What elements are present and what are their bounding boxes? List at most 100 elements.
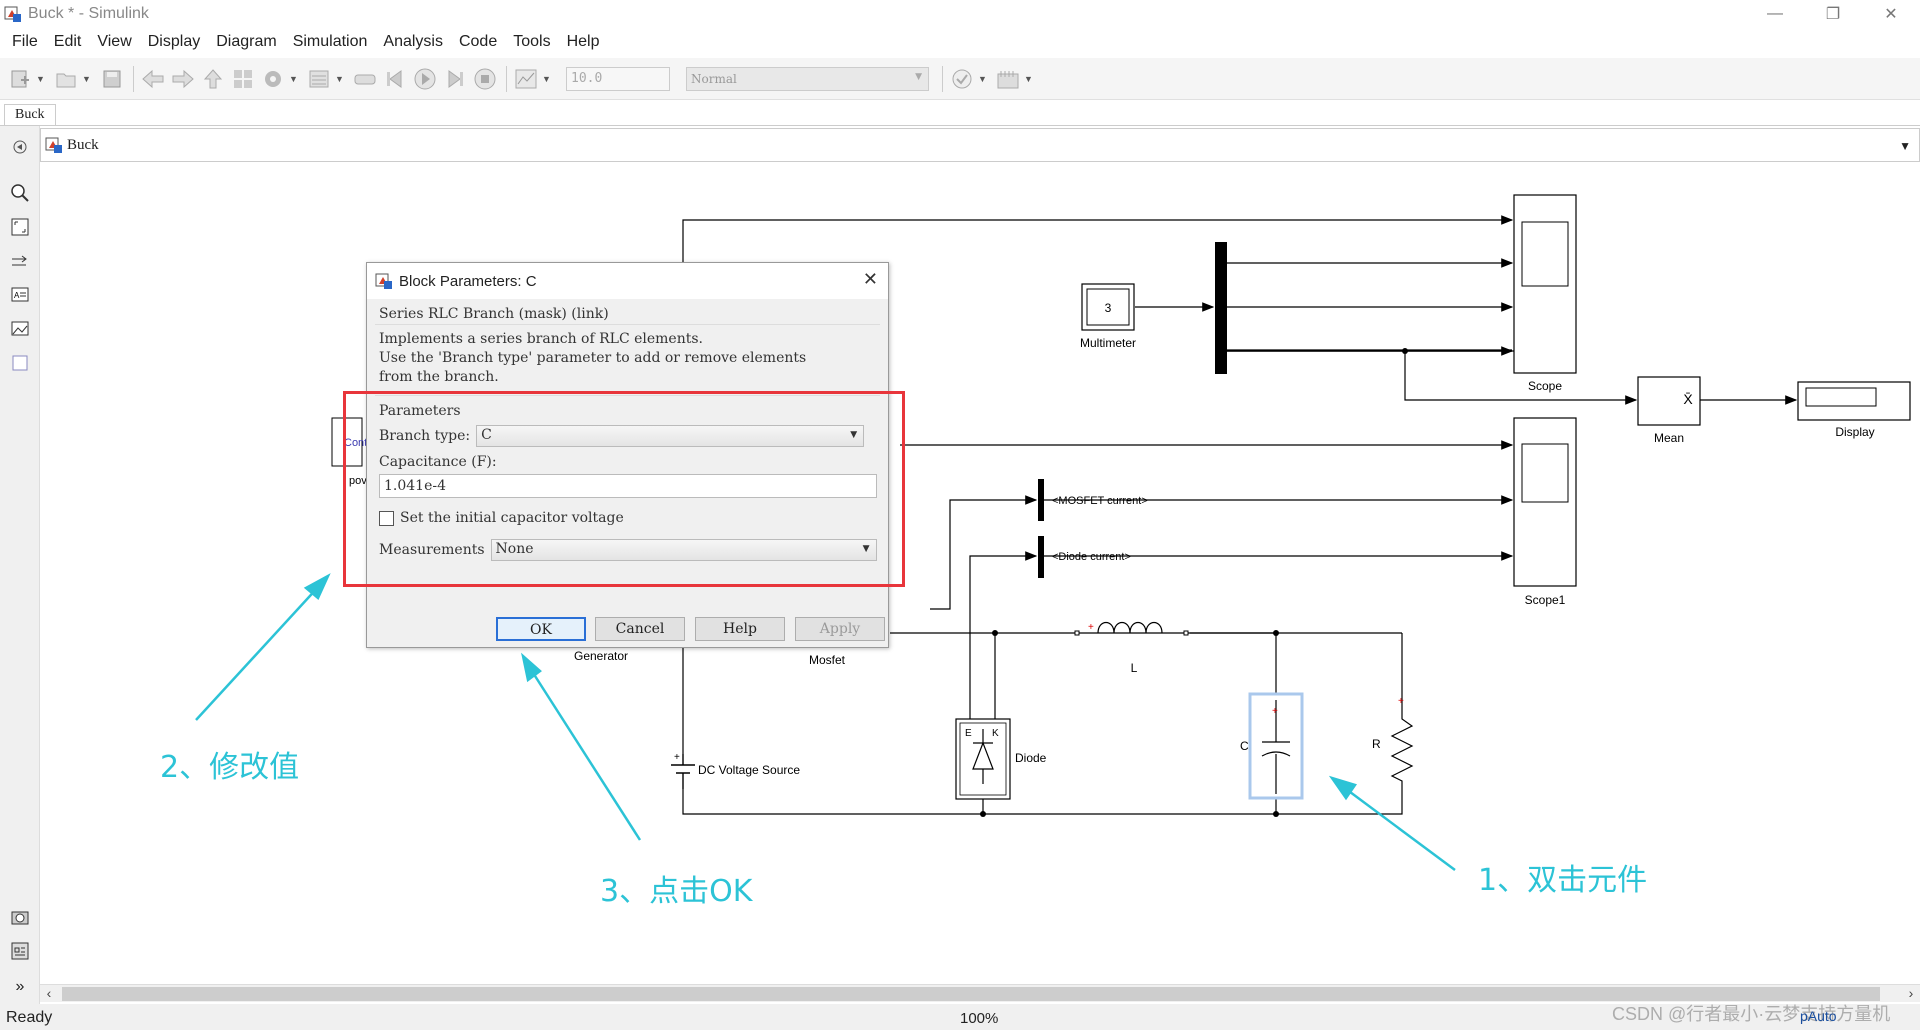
step-config-icon[interactable] xyxy=(351,65,379,93)
mean-label: Mean xyxy=(1654,431,1684,445)
scope-block[interactable]: Scope xyxy=(1513,194,1577,393)
signal-line[interactable] xyxy=(1404,351,1638,405)
measurements-select[interactable]: None ▼ xyxy=(490,539,877,561)
menu-analysis[interactable]: Analysis xyxy=(383,33,443,50)
ok-button[interactable]: OK xyxy=(496,617,586,641)
resistor-block[interactable]: + R xyxy=(1372,694,1414,799)
stop-time-input[interactable]: 10.0 xyxy=(566,66,670,91)
stop-icon[interactable] xyxy=(471,65,499,93)
advisor-dropdown-icon[interactable]: ▼ xyxy=(978,73,987,84)
open-folder-icon[interactable] xyxy=(52,65,80,93)
diode-block[interactable]: E K Diode xyxy=(955,718,1047,800)
menu-code[interactable]: Code xyxy=(458,33,498,50)
diode-current-selector[interactable]: <Diode current> xyxy=(1038,536,1131,578)
close-icon[interactable]: ✕ xyxy=(862,269,878,289)
mosfet-current-label: <MOSFET current> xyxy=(1052,495,1148,507)
multimeter-block[interactable]: 3 Multimeter xyxy=(1080,283,1136,350)
dc-voltage-source-block[interactable]: + DC Voltage Source xyxy=(671,752,800,789)
arrow-head-icon xyxy=(1328,775,1358,801)
data-inspector-icon[interactable] xyxy=(512,65,540,93)
tab-buck[interactable]: Buck xyxy=(4,104,56,125)
signal-line[interactable] xyxy=(969,551,1038,719)
block-diagram[interactable]: 3 Multimeter Scope X̄ Mean Display Scope… xyxy=(40,164,1920,984)
settings-gear-icon[interactable] xyxy=(259,65,287,93)
scroll-left-icon[interactable]: ‹ xyxy=(46,985,52,1001)
build-icon[interactable] xyxy=(994,65,1022,93)
up-arrow-icon[interactable] xyxy=(199,65,227,93)
mean-block[interactable]: X̄ Mean xyxy=(1637,376,1701,445)
scrollbar-thumb[interactable] xyxy=(62,987,1880,1001)
step-back-icon[interactable] xyxy=(381,65,409,93)
branch-type-select[interactable]: C ▼ xyxy=(476,425,865,447)
model-explorer-icon[interactable] xyxy=(305,65,333,93)
pow-label: pov xyxy=(349,475,367,487)
menu-simulation[interactable]: Simulation xyxy=(292,33,368,50)
menu-tools[interactable]: Tools xyxy=(513,33,551,50)
initial-voltage-checkbox[interactable] xyxy=(379,510,394,526)
simulation-mode-select[interactable]: Normal▼ xyxy=(686,66,929,91)
screenshot-icon[interactable] xyxy=(9,906,31,928)
multimeter-label: Multimeter xyxy=(1080,336,1136,350)
display-block[interactable]: Display xyxy=(1797,381,1911,439)
annotation-step2: 2、修改值 xyxy=(160,750,300,785)
chevron-down-icon[interactable]: ▼ xyxy=(1899,139,1911,153)
report-icon[interactable] xyxy=(9,940,31,962)
area-icon[interactable] xyxy=(9,352,31,374)
arrow-to-parameters xyxy=(195,584,321,721)
menu-help[interactable]: Help xyxy=(566,33,600,50)
minimize-button[interactable]: — xyxy=(1767,5,1783,22)
image-icon[interactable] xyxy=(9,318,31,340)
help-button[interactable]: Help xyxy=(695,617,785,641)
toolbar-separator xyxy=(506,65,507,92)
back-arrow-icon[interactable] xyxy=(139,65,167,93)
arrows-icon[interactable] xyxy=(9,250,31,272)
hide-browser-icon[interactable] xyxy=(9,136,31,158)
controller-block[interactable]: Cont pov xyxy=(331,417,367,487)
cancel-button[interactable]: Cancel xyxy=(595,617,685,641)
scope1-block[interactable]: Scope1 xyxy=(1513,417,1577,607)
annotation-icon[interactable]: A xyxy=(9,284,31,306)
forward-arrow-icon[interactable] xyxy=(169,65,197,93)
chevron-down-icon: ▼ xyxy=(915,71,922,82)
resistor-label: R xyxy=(1372,737,1381,751)
menu-file[interactable]: File xyxy=(12,33,38,50)
inductor-block[interactable]: + L xyxy=(1074,621,1189,675)
apply-button[interactable]: Apply xyxy=(795,617,885,641)
open-dropdown-icon[interactable]: ▼ xyxy=(82,73,91,84)
signal-line[interactable] xyxy=(930,495,1038,610)
model-advisor-icon[interactable] xyxy=(948,65,976,93)
close-window-button[interactable]: ✕ xyxy=(1884,6,1898,23)
fit-to-view-icon[interactable] xyxy=(9,216,31,238)
settings-dropdown-icon[interactable]: ▼ xyxy=(289,73,298,84)
horizontal-scrollbar[interactable]: ‹ › xyxy=(40,984,1920,1002)
menu-view[interactable]: View xyxy=(97,33,132,50)
expand-palette-icon[interactable]: » xyxy=(15,978,25,995)
capacitor-block[interactable]: + C xyxy=(1240,692,1304,800)
zoom-icon[interactable] xyxy=(9,182,31,204)
model-canvas[interactable]: 3 Multimeter Scope X̄ Mean Display Scope… xyxy=(40,164,1920,984)
mosfet-current-selector[interactable]: <MOSFET current> xyxy=(1038,479,1148,521)
new-dropdown-icon[interactable]: ▼ xyxy=(36,73,45,84)
demux-block[interactable] xyxy=(1215,242,1227,374)
parameters-title: Parameters xyxy=(379,403,461,419)
parameters-group: Parameters Branch type: C ▼ Capacitance … xyxy=(375,395,880,564)
menu-display[interactable]: Display xyxy=(147,33,201,50)
menu-diagram[interactable]: Diagram xyxy=(216,33,277,50)
build-dropdown-icon[interactable]: ▼ xyxy=(1024,73,1033,84)
library-browser-icon[interactable] xyxy=(229,65,257,93)
diode-k-terminal: K xyxy=(992,728,999,739)
scroll-right-icon[interactable]: › xyxy=(1908,985,1914,1001)
new-model-icon[interactable] xyxy=(6,65,34,93)
save-icon[interactable] xyxy=(98,65,126,93)
mask-header: Series RLC Branch (mask) (link) xyxy=(375,303,880,325)
inspector-dropdown-icon[interactable]: ▼ xyxy=(542,73,551,84)
description-line: Implements a series branch of RLC elemen… xyxy=(379,331,703,347)
breadcrumb-model[interactable]: Buck xyxy=(67,136,99,153)
restore-button[interactable]: ❐ xyxy=(1825,6,1841,23)
step-forward-icon[interactable] xyxy=(441,65,469,93)
menu-edit[interactable]: Edit xyxy=(53,33,82,50)
capacitance-input[interactable] xyxy=(379,474,877,498)
explorer-dropdown-icon[interactable]: ▼ xyxy=(335,73,344,84)
capacitance-label: Capacitance (F): xyxy=(379,454,497,470)
run-icon[interactable] xyxy=(411,65,439,93)
